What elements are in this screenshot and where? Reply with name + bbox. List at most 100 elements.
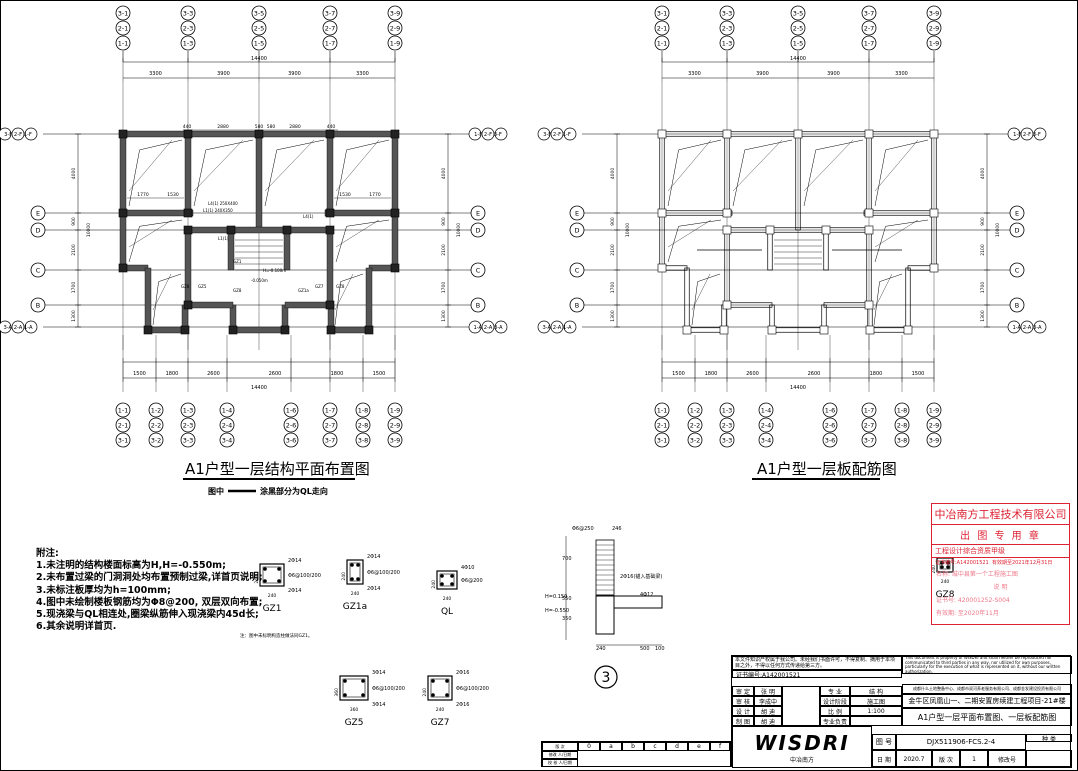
note-item: 5.现浇梁与QL相连处,圈梁纵筋伸入现浇梁内45d长; bbox=[36, 609, 259, 621]
dimension-text: 2880 bbox=[217, 124, 229, 130]
axis-label: D bbox=[35, 226, 40, 234]
column-gz bbox=[865, 325, 875, 335]
axis-bubble bbox=[494, 320, 508, 334]
dimension-text: 1700 bbox=[610, 282, 616, 294]
slab-marker bbox=[128, 139, 183, 207]
axis-label: 3-2 bbox=[151, 436, 162, 444]
rebar-bottom: 2Φ14 bbox=[367, 586, 380, 592]
note-item: 6.其余说明详首页. bbox=[36, 621, 117, 633]
dimension-text: 2600 bbox=[207, 371, 220, 377]
rebar-side: Φ6@100/200 bbox=[456, 686, 489, 692]
project-name: 金牛区凤凰山一、二期安置房续建工程项目-21#楼 bbox=[902, 694, 1072, 708]
axis-bubble bbox=[115, 35, 131, 51]
wall-segment bbox=[823, 229, 829, 271]
dim-text: 240 bbox=[268, 593, 277, 599]
stamp-cert-no: 证书编号:A142001521 bbox=[935, 560, 989, 566]
wall-segment bbox=[326, 229, 334, 306]
axis-bubble bbox=[687, 432, 703, 448]
client-name: 成都什么土地整备中心、成都市双河养老服务有限公司、成都金发建设投资有限公司 bbox=[902, 684, 1072, 694]
axis-bubble bbox=[758, 402, 774, 418]
axis-bubble bbox=[926, 417, 942, 433]
axis-bubble bbox=[468, 127, 482, 141]
axis-label: 2-1 bbox=[657, 421, 668, 429]
stamp-row: 证书号: 420001252-S004 bbox=[936, 597, 1010, 604]
dim-text: 240 bbox=[254, 575, 260, 584]
column-gz bbox=[118, 208, 128, 218]
axis-bubble bbox=[30, 262, 46, 278]
dimension-text: 440 bbox=[327, 124, 336, 130]
axis-label: 1-4 bbox=[222, 406, 233, 414]
dimension-text: 2600 bbox=[746, 371, 759, 377]
axis-label: 3-3 bbox=[183, 9, 194, 17]
axis-bubble bbox=[24, 127, 38, 141]
axis-bubble bbox=[24, 320, 38, 334]
column-gz bbox=[793, 129, 803, 139]
rebar-side: Φ6@200 bbox=[461, 578, 483, 584]
axis-label: 1-7 bbox=[864, 39, 875, 47]
axis-label: 1-3 bbox=[183, 39, 194, 47]
axis-bubble bbox=[387, 5, 403, 21]
dimension-text: 4000 bbox=[980, 168, 986, 180]
field-label: 专 业 bbox=[820, 686, 850, 696]
slab-marker bbox=[667, 139, 712, 192]
axis-label: 1-1 bbox=[118, 39, 129, 47]
axis-label-combo: 1-F 2-F 3-F bbox=[1013, 132, 1041, 138]
left-plan-legend: 涂黑部分为QL走向 bbox=[260, 486, 328, 496]
rebar-dot bbox=[946, 565, 950, 569]
beam-label: H=-0.100m bbox=[263, 268, 286, 273]
stirrup bbox=[439, 573, 455, 587]
axis-label: 1-7 bbox=[325, 39, 336, 47]
column-gz bbox=[325, 208, 335, 218]
dimension-text: 3900 bbox=[217, 71, 230, 77]
section-label: 240 bbox=[596, 646, 606, 652]
role-person: 胡 迪 bbox=[754, 706, 782, 716]
section-label: 550 bbox=[562, 596, 572, 602]
axis-bubble bbox=[468, 320, 482, 334]
axis-bubble bbox=[148, 432, 164, 448]
column-gz bbox=[228, 325, 238, 335]
axis-bubble bbox=[1009, 222, 1025, 238]
axis-label: C bbox=[1015, 266, 1020, 274]
axis-label: 1-3 bbox=[722, 406, 733, 414]
wall-segment bbox=[869, 327, 909, 333]
axis-label: 3-3 bbox=[722, 9, 733, 17]
axis-label: 3-5 bbox=[254, 9, 265, 17]
axis-label: E bbox=[36, 209, 40, 217]
axis-bubble bbox=[926, 5, 942, 21]
column-gz bbox=[657, 208, 667, 218]
note-item: 3.未标注板厚均为h=100mm; bbox=[36, 584, 171, 596]
rebar-dot bbox=[946, 561, 950, 565]
axis-bubble bbox=[481, 320, 495, 334]
axis-bubble bbox=[11, 127, 25, 141]
axis-label: 2-7 bbox=[864, 421, 875, 429]
note-item: 1.未注明的结构楼面标高为H,H=-0.550m; bbox=[36, 560, 226, 572]
axis-label: 2-2 bbox=[151, 421, 162, 429]
rev-label: 修改号 bbox=[988, 750, 1026, 768]
column-gz bbox=[864, 129, 874, 139]
column-section bbox=[936, 557, 954, 573]
dimension-text: 580 bbox=[255, 124, 264, 130]
stamp-qualification: 工程设计综合资质甲级 bbox=[932, 545, 1069, 558]
dimension-text: 1770 bbox=[369, 192, 381, 198]
wall-segment bbox=[767, 229, 773, 271]
axis-label: 2-5 bbox=[793, 24, 804, 32]
axis-bubble bbox=[1009, 297, 1025, 313]
slab-marker bbox=[152, 273, 172, 311]
beam-label: GZ8 bbox=[336, 284, 345, 289]
notes-heading: 附注: bbox=[36, 548, 59, 559]
axis-bubble bbox=[758, 417, 774, 433]
axis-bubble bbox=[1007, 127, 1021, 141]
axis-bubble bbox=[115, 5, 131, 21]
column-gz bbox=[118, 263, 128, 273]
axis-bubble bbox=[926, 432, 942, 448]
axis-label: 3-8 bbox=[358, 436, 369, 444]
dimension-text: 3900 bbox=[756, 71, 769, 77]
signature bbox=[782, 686, 820, 726]
dimension-text: 580 bbox=[267, 124, 276, 130]
axis-label-combo: 1-A 2-A 3-A bbox=[473, 325, 503, 331]
rebar-dot bbox=[431, 679, 435, 683]
dimension-text: 1700 bbox=[980, 282, 986, 294]
column-gz bbox=[364, 325, 374, 335]
axis-label: 1-8 bbox=[897, 406, 908, 414]
axis-bubble bbox=[822, 417, 838, 433]
